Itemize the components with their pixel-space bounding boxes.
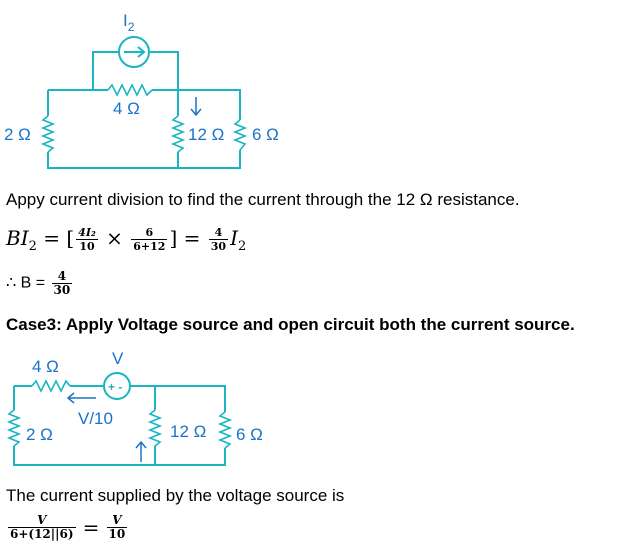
current-supplied-text: The current supplied by the voltage sour…: [6, 486, 345, 505]
case3-heading: Case3: Apply Voltage source and open cir…: [6, 315, 575, 334]
resistor2-12ohm-icon: [147, 409, 163, 447]
v-label: V: [112, 349, 124, 368]
resistor-12ohm-icon: [170, 115, 186, 153]
r2-right-label: 6 Ω: [236, 425, 263, 444]
circuit-diagram-1: I2 4 Ω 2 Ω 12 Ω 6 Ω: [4, 11, 279, 169]
r2-mid-label: 12 Ω: [170, 422, 206, 441]
i2-label: I2: [123, 11, 135, 34]
current-division-text: Appy current division to find the curren…: [6, 190, 520, 209]
v10-label: V/10: [78, 409, 113, 428]
resistor2-6ohm-icon: [217, 411, 233, 449]
r-left-label: 2 Ω: [4, 125, 31, 144]
resistor2-2ohm-icon: [6, 409, 22, 447]
resistor-4ohm-icon: [107, 83, 153, 97]
r2-top-label: 4 Ω: [32, 357, 59, 376]
resistor-6ohm-icon: [232, 119, 248, 151]
r-mid-label: 12 Ω: [188, 125, 224, 144]
resistor2-4ohm-icon: [31, 379, 71, 393]
voltage-source-icon: [103, 372, 131, 400]
r-right-label: 6 Ω: [252, 125, 279, 144]
r2-left-label: 2 Ω: [26, 425, 53, 444]
voltage-sign-label: + -: [108, 380, 122, 394]
r-top-label: 4 Ω: [113, 99, 140, 118]
down-arrow-icon: [190, 97, 202, 117]
up-arrow-icon: [135, 440, 147, 462]
left-arrow-icon: [66, 392, 96, 404]
resistor-2ohm-icon: [40, 115, 56, 153]
